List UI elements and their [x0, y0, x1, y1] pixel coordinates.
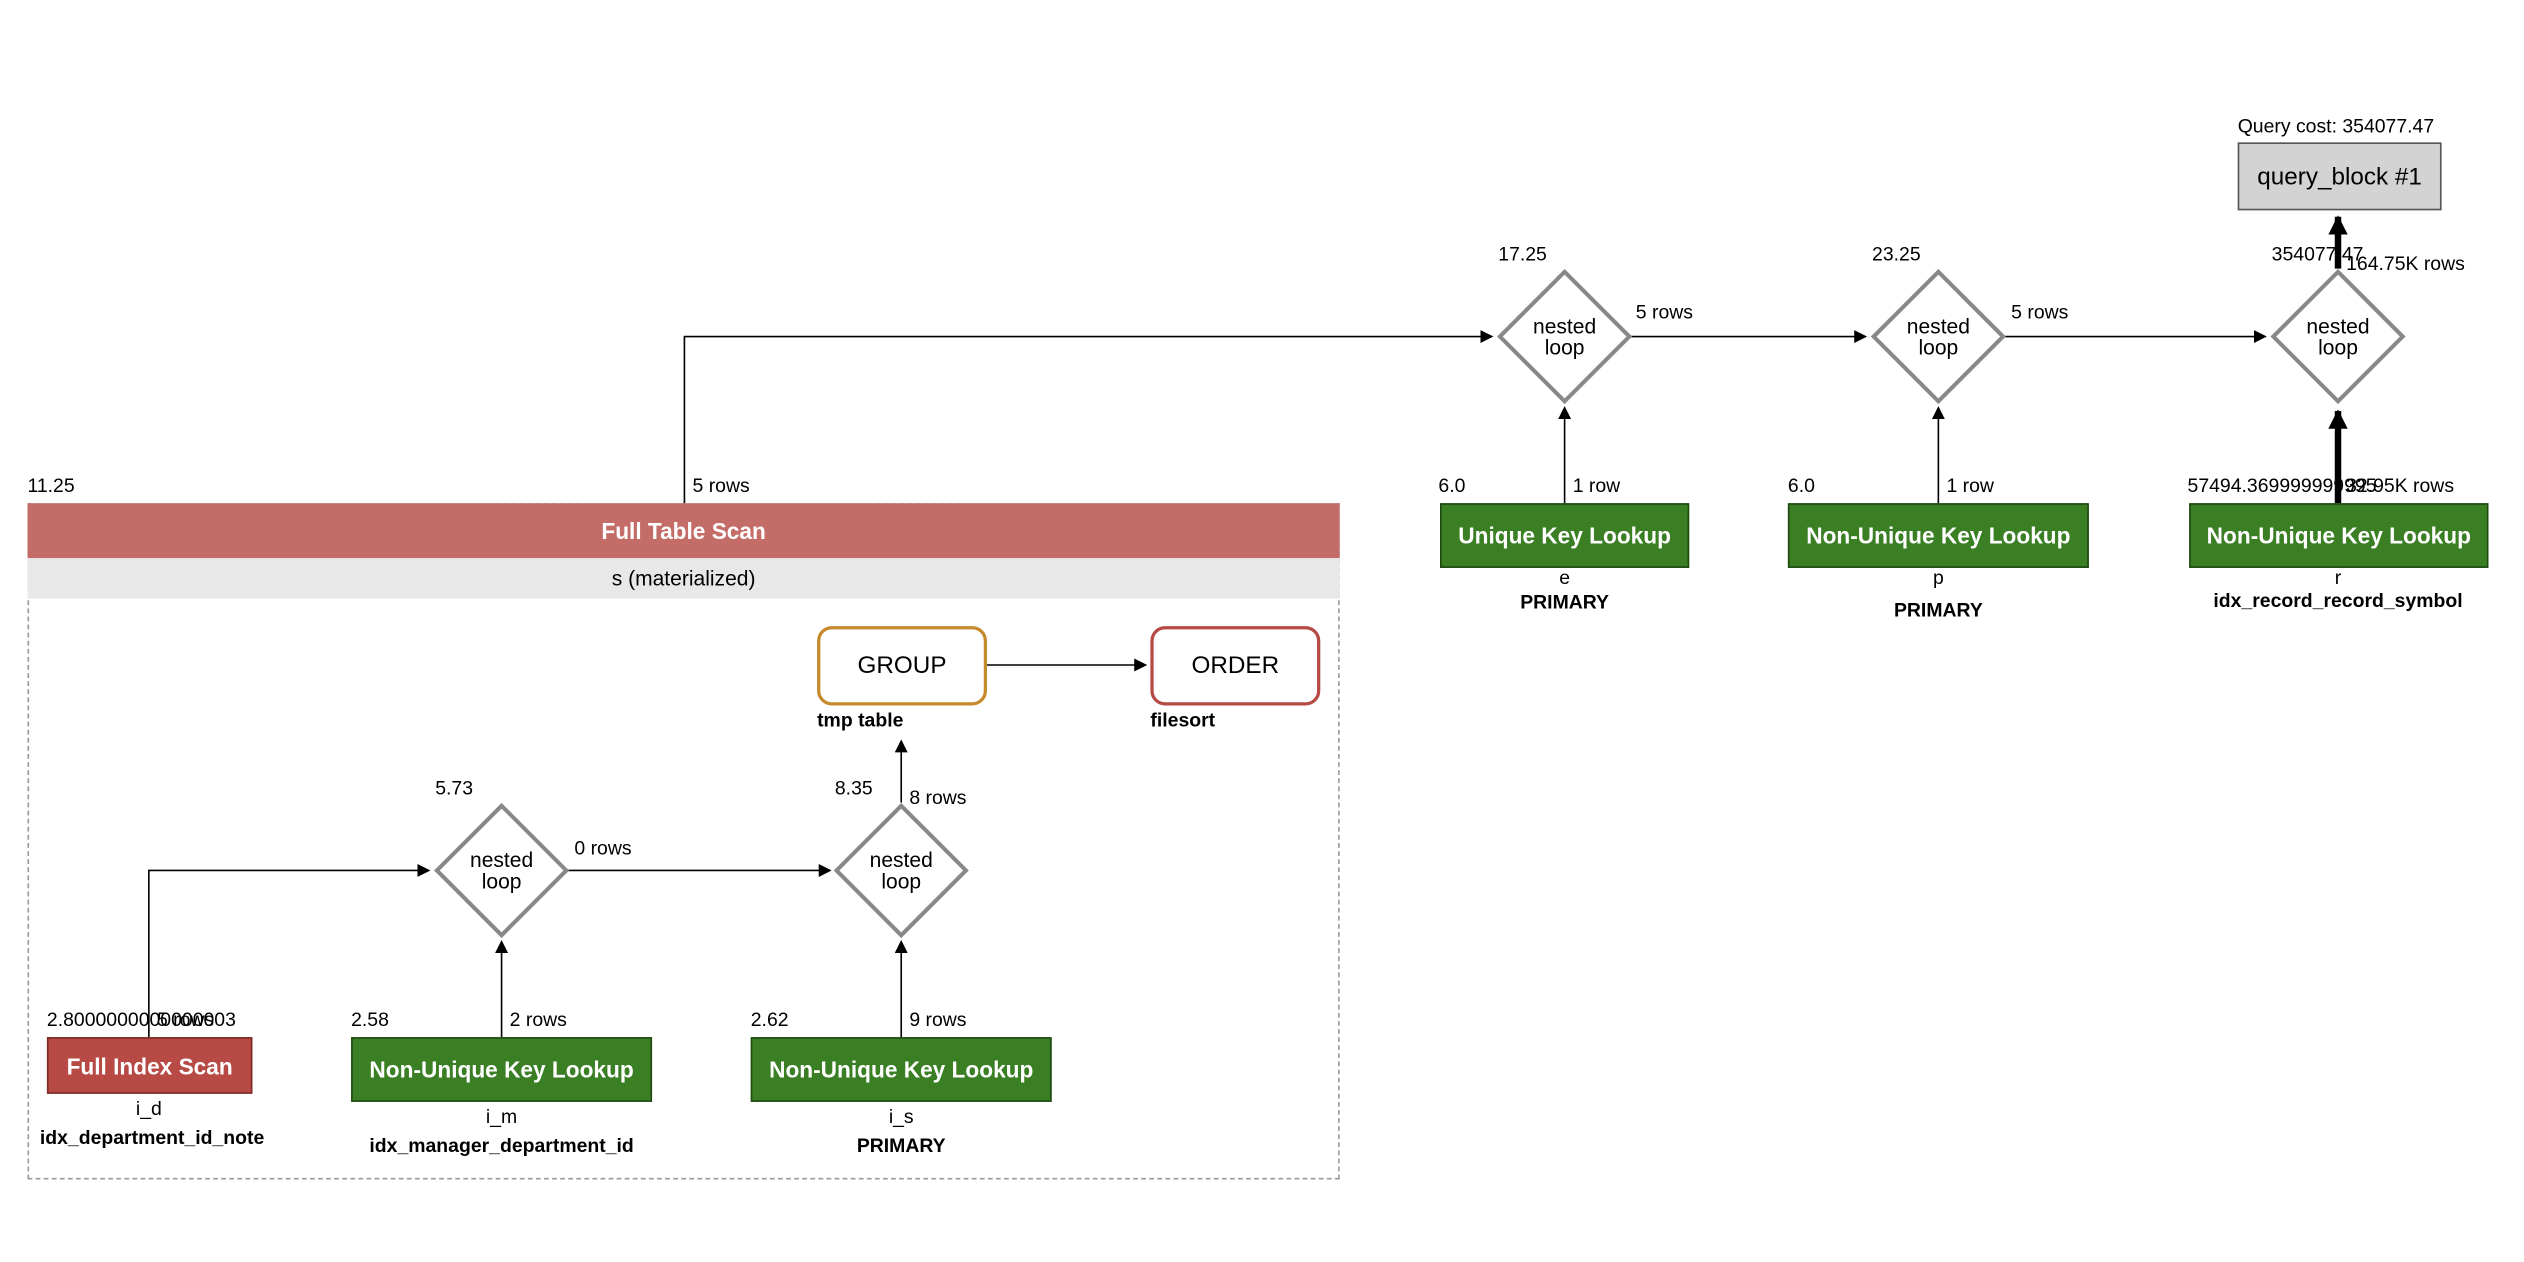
- inner-loop-1-diamond: [433, 802, 570, 939]
- scan-is-node[interactable]: Non-Unique Key Lookup: [750, 1037, 1052, 1102]
- scan-id-rows: 5 rows: [156, 1008, 215, 1031]
- outer-loop-2-rows: 5 rows: [2011, 300, 2069, 324]
- lookup-e-rows: 1 row: [1572, 474, 1621, 497]
- lookup-r-rows: 32.95K rows: [2346, 474, 2455, 497]
- outer-loop-3-cost: 354077.47: [2271, 242, 2364, 266]
- inner-loop-2-cost: 8.35: [834, 776, 873, 800]
- lookup-r-node[interactable]: Non-Unique Key Lookup: [2189, 503, 2489, 568]
- outer-loop-3-rows: 164.75K rows: [2346, 252, 2465, 276]
- outer-loop-2-label[interactable]: nested loop: [1906, 313, 1970, 360]
- lookup-p-node[interactable]: Non-Unique Key Lookup: [1787, 503, 2089, 568]
- scan-im-rows: 2 rows: [509, 1008, 567, 1031]
- outer-loop-2-diamond: [1870, 268, 2006, 405]
- edge-fts-to-loop1: [683, 330, 1494, 504]
- lookup-r-table: r: [2334, 566, 2342, 589]
- outer-loop-3-diamond: [2270, 268, 2406, 405]
- fts-rows: 5 rows: [692, 474, 750, 497]
- group-node[interactable]: GROUP: [817, 626, 987, 706]
- scan-id-key: idx_department_id_note: [39, 1126, 265, 1149]
- query-block-node[interactable]: query_block #1: [2237, 142, 2442, 211]
- lookup-r-cost: 57494.369999999995: [2187, 474, 2377, 497]
- fts-table-name: s (materialized): [27, 558, 1340, 599]
- lookup-e-table: e: [1559, 566, 1571, 589]
- inner-loop-2-rows: 8 rows: [909, 786, 967, 809]
- order-note: filesort: [1150, 708, 1216, 732]
- lookup-p-key: PRIMARY: [1893, 598, 1983, 622]
- scan-id-table: i_d: [135, 1097, 162, 1120]
- scan-is-cost: 2.62: [750, 1008, 789, 1031]
- inner-loop-1-rows: 0 rows: [574, 836, 632, 860]
- lookup-r-key: idx_record_record_symbol: [2213, 588, 2463, 612]
- scan-im-key: idx_manager_department_id: [369, 1134, 634, 1157]
- outer-loop-1-cost: 17.25: [1498, 242, 1547, 266]
- lookup-p-rows: 1 row: [1946, 474, 1994, 497]
- scan-im-table: i_m: [485, 1105, 518, 1128]
- outer-loop-1-diamond: [1497, 268, 1633, 405]
- order-node[interactable]: ORDER: [1150, 626, 1321, 706]
- scan-id-cost: 2.8000000000000003: [46, 1008, 236, 1031]
- scan-is-rows: 9 rows: [909, 1008, 967, 1031]
- scan-im-node[interactable]: Non-Unique Key Lookup: [351, 1037, 653, 1102]
- scan-is-table: i_s: [888, 1105, 914, 1128]
- outer-loop-1-label[interactable]: nested loop: [1533, 313, 1597, 360]
- fts-cost: 11.25: [27, 474, 75, 497]
- edge-id-to-inner-loop1: [148, 864, 431, 1038]
- inner-loop-1-label[interactable]: nested loop: [469, 847, 534, 894]
- scan-im-cost: 2.58: [351, 1008, 389, 1031]
- outer-loop-1-rows: 5 rows: [1635, 300, 1693, 324]
- inner-loop-2-label[interactable]: nested loop: [869, 847, 933, 894]
- outer-loop-2-cost: 23.25: [1872, 242, 1921, 266]
- lookup-e-cost: 6.0: [1438, 474, 1466, 497]
- lookup-p-table: p: [1932, 566, 1944, 589]
- inner-loop-2-diamond: [833, 802, 969, 939]
- inner-loop-1-cost: 5.73: [435, 776, 474, 800]
- query-cost-label: Query cost: 354077.47: [2237, 114, 2435, 138]
- scan-id-node[interactable]: Full Index Scan: [46, 1037, 253, 1094]
- group-note: tmp table: [817, 708, 904, 732]
- scan-is-key: PRIMARY: [856, 1134, 946, 1157]
- lookup-e-node[interactable]: Unique Key Lookup: [1440, 503, 1690, 568]
- fts-header[interactable]: Full Table Scan: [27, 503, 1340, 559]
- lookup-p-cost: 6.0: [1787, 474, 1815, 497]
- outer-loop-3-label[interactable]: nested loop: [2306, 313, 2370, 360]
- lookup-e-key: PRIMARY: [1520, 590, 1610, 614]
